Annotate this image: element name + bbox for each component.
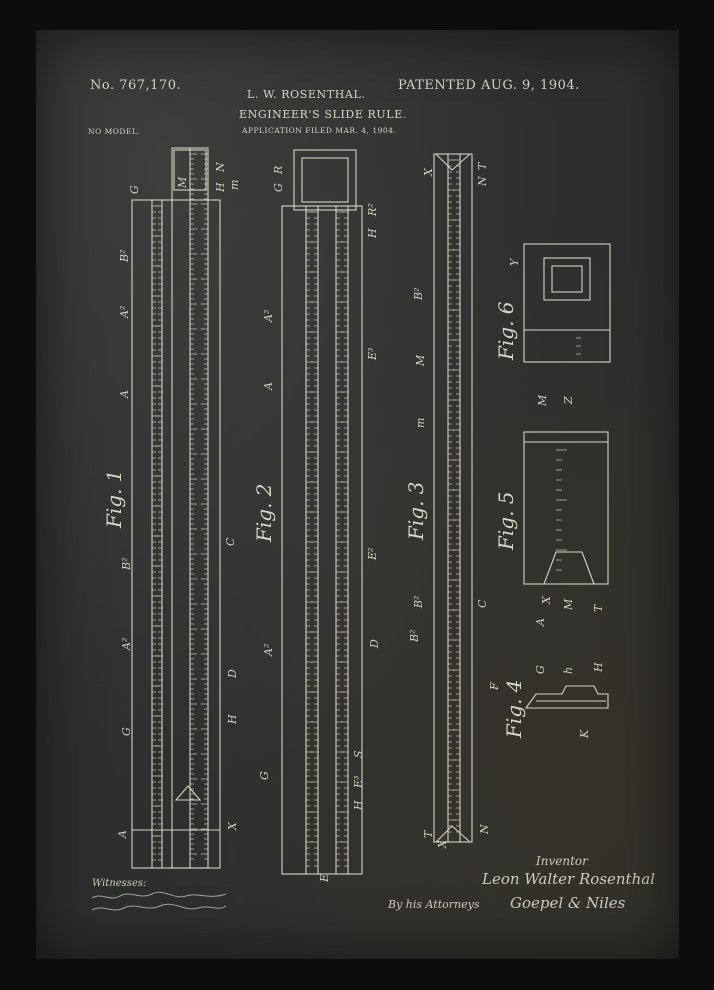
fig2-label: Fig. 2 [252, 483, 276, 542]
scale-ticks [152, 153, 585, 867]
fig4-letter: K [578, 729, 591, 738]
fig1-letter: A [118, 390, 131, 398]
fig1-letter: H [214, 182, 227, 192]
fig2-slide-rule [281, 149, 363, 875]
fig5-letter: M [562, 598, 575, 610]
patent-drawing [131, 147, 611, 875]
fig2-letter: A² [262, 643, 275, 656]
fig2-letter: S [352, 750, 365, 758]
fig3-slide-rule [433, 153, 473, 843]
inventor-name: L. W. ROSENTHAL. [247, 88, 366, 101]
attorneys-label: By his Attorneys [388, 898, 480, 911]
no-model-note: NO MODEL. [88, 127, 141, 136]
fig5-letter: T [592, 604, 605, 612]
patent-sheet: No. 767,170. L. W. ROSENTHAL. PATENTED A… [36, 30, 679, 959]
fig2-letter: A² [262, 309, 275, 322]
fig3-letter: N [478, 824, 491, 834]
fig3-letter: F [488, 682, 501, 690]
fig3-letter: m [414, 417, 427, 428]
fig1-letter: B² [120, 557, 133, 571]
fig3-letter: T [422, 830, 435, 838]
fig2-letter: E³ [352, 775, 365, 788]
fig2-letter: D [368, 639, 381, 648]
fig3-letter: B² [412, 595, 425, 609]
fig3-letter: B² [412, 287, 425, 301]
fig1-letter: B² [118, 249, 131, 263]
fig3-letter: N [476, 176, 489, 186]
fig1-letter: N [214, 162, 227, 172]
inventor-signature: Leon Walter Rosenthal [482, 870, 655, 888]
fig4-label: Fig. 4 [502, 679, 526, 738]
fig3-letter: B² [408, 629, 421, 643]
fig2-letter: R [272, 165, 285, 174]
fig5-label: Fig. 5 [494, 491, 518, 550]
fig3-letter: X [436, 840, 449, 848]
fig2-letter: G [272, 183, 285, 192]
fig1-letter: m [228, 179, 241, 190]
application-date: APPLICATION FILED MAR. 4, 1904. [242, 126, 397, 135]
attorneys-signature: Goepel & Niles [510, 894, 626, 912]
fig1-letter: X [226, 822, 239, 830]
fig3-letter: T [476, 162, 489, 170]
fig6-letter: Y [508, 258, 521, 266]
fig1-letter: C [224, 537, 237, 546]
fig2-letter: E [318, 873, 331, 882]
fig1-letter: A [116, 830, 129, 838]
witnesses-label: Witnesses: [92, 878, 147, 889]
fig6-detail [523, 243, 611, 363]
fig2-letter: H [352, 800, 365, 810]
fig5-detail [523, 431, 609, 585]
fig2-letter: E² [366, 547, 379, 560]
fig4-letter: H [592, 662, 605, 672]
fig3-label: Fig. 3 [404, 481, 428, 540]
fig2-letter: E³ [366, 347, 379, 360]
fig1-letter: A² [120, 637, 133, 650]
fig6-letter: M [536, 394, 549, 406]
fig4-letter: h [562, 666, 575, 674]
fig1-label: Fig. 1 [102, 469, 126, 528]
patent-title: ENGINEER'S SLIDE RULE. [239, 108, 407, 121]
fig1-slide-rule [131, 147, 221, 869]
fig6-label: Fig. 6 [494, 301, 518, 360]
fig3-letter: C [476, 599, 489, 608]
fig6-letter: Z [562, 396, 575, 404]
fig1-letter: G [120, 727, 133, 736]
fig5-letter: X [540, 596, 553, 604]
fig1-letter: M [176, 176, 189, 188]
fig2-letter: R² [366, 203, 379, 216]
fig4-section [524, 685, 609, 709]
inventor-label: Inventor [536, 854, 588, 868]
fig4-letter: G [534, 665, 547, 674]
patent-number: No. 767,170. [90, 78, 182, 93]
fig3-letter: X [422, 168, 435, 176]
witness-signature-scrawl [91, 891, 227, 911]
fig2-letter: G [258, 771, 271, 780]
fig2-letter: A [262, 382, 275, 390]
fig1-letter: G [128, 185, 141, 194]
patent-date: PATENTED AUG. 9, 1904. [398, 78, 580, 93]
fig5-letter: A [534, 618, 547, 626]
fig2-letter: H [366, 228, 379, 238]
fig1-letter: A² [118, 305, 131, 318]
fig1-letter: D [226, 669, 239, 678]
fig1-letter: H [226, 714, 239, 724]
witness-signatures [90, 890, 230, 919]
fig3-letter: M [414, 354, 427, 366]
